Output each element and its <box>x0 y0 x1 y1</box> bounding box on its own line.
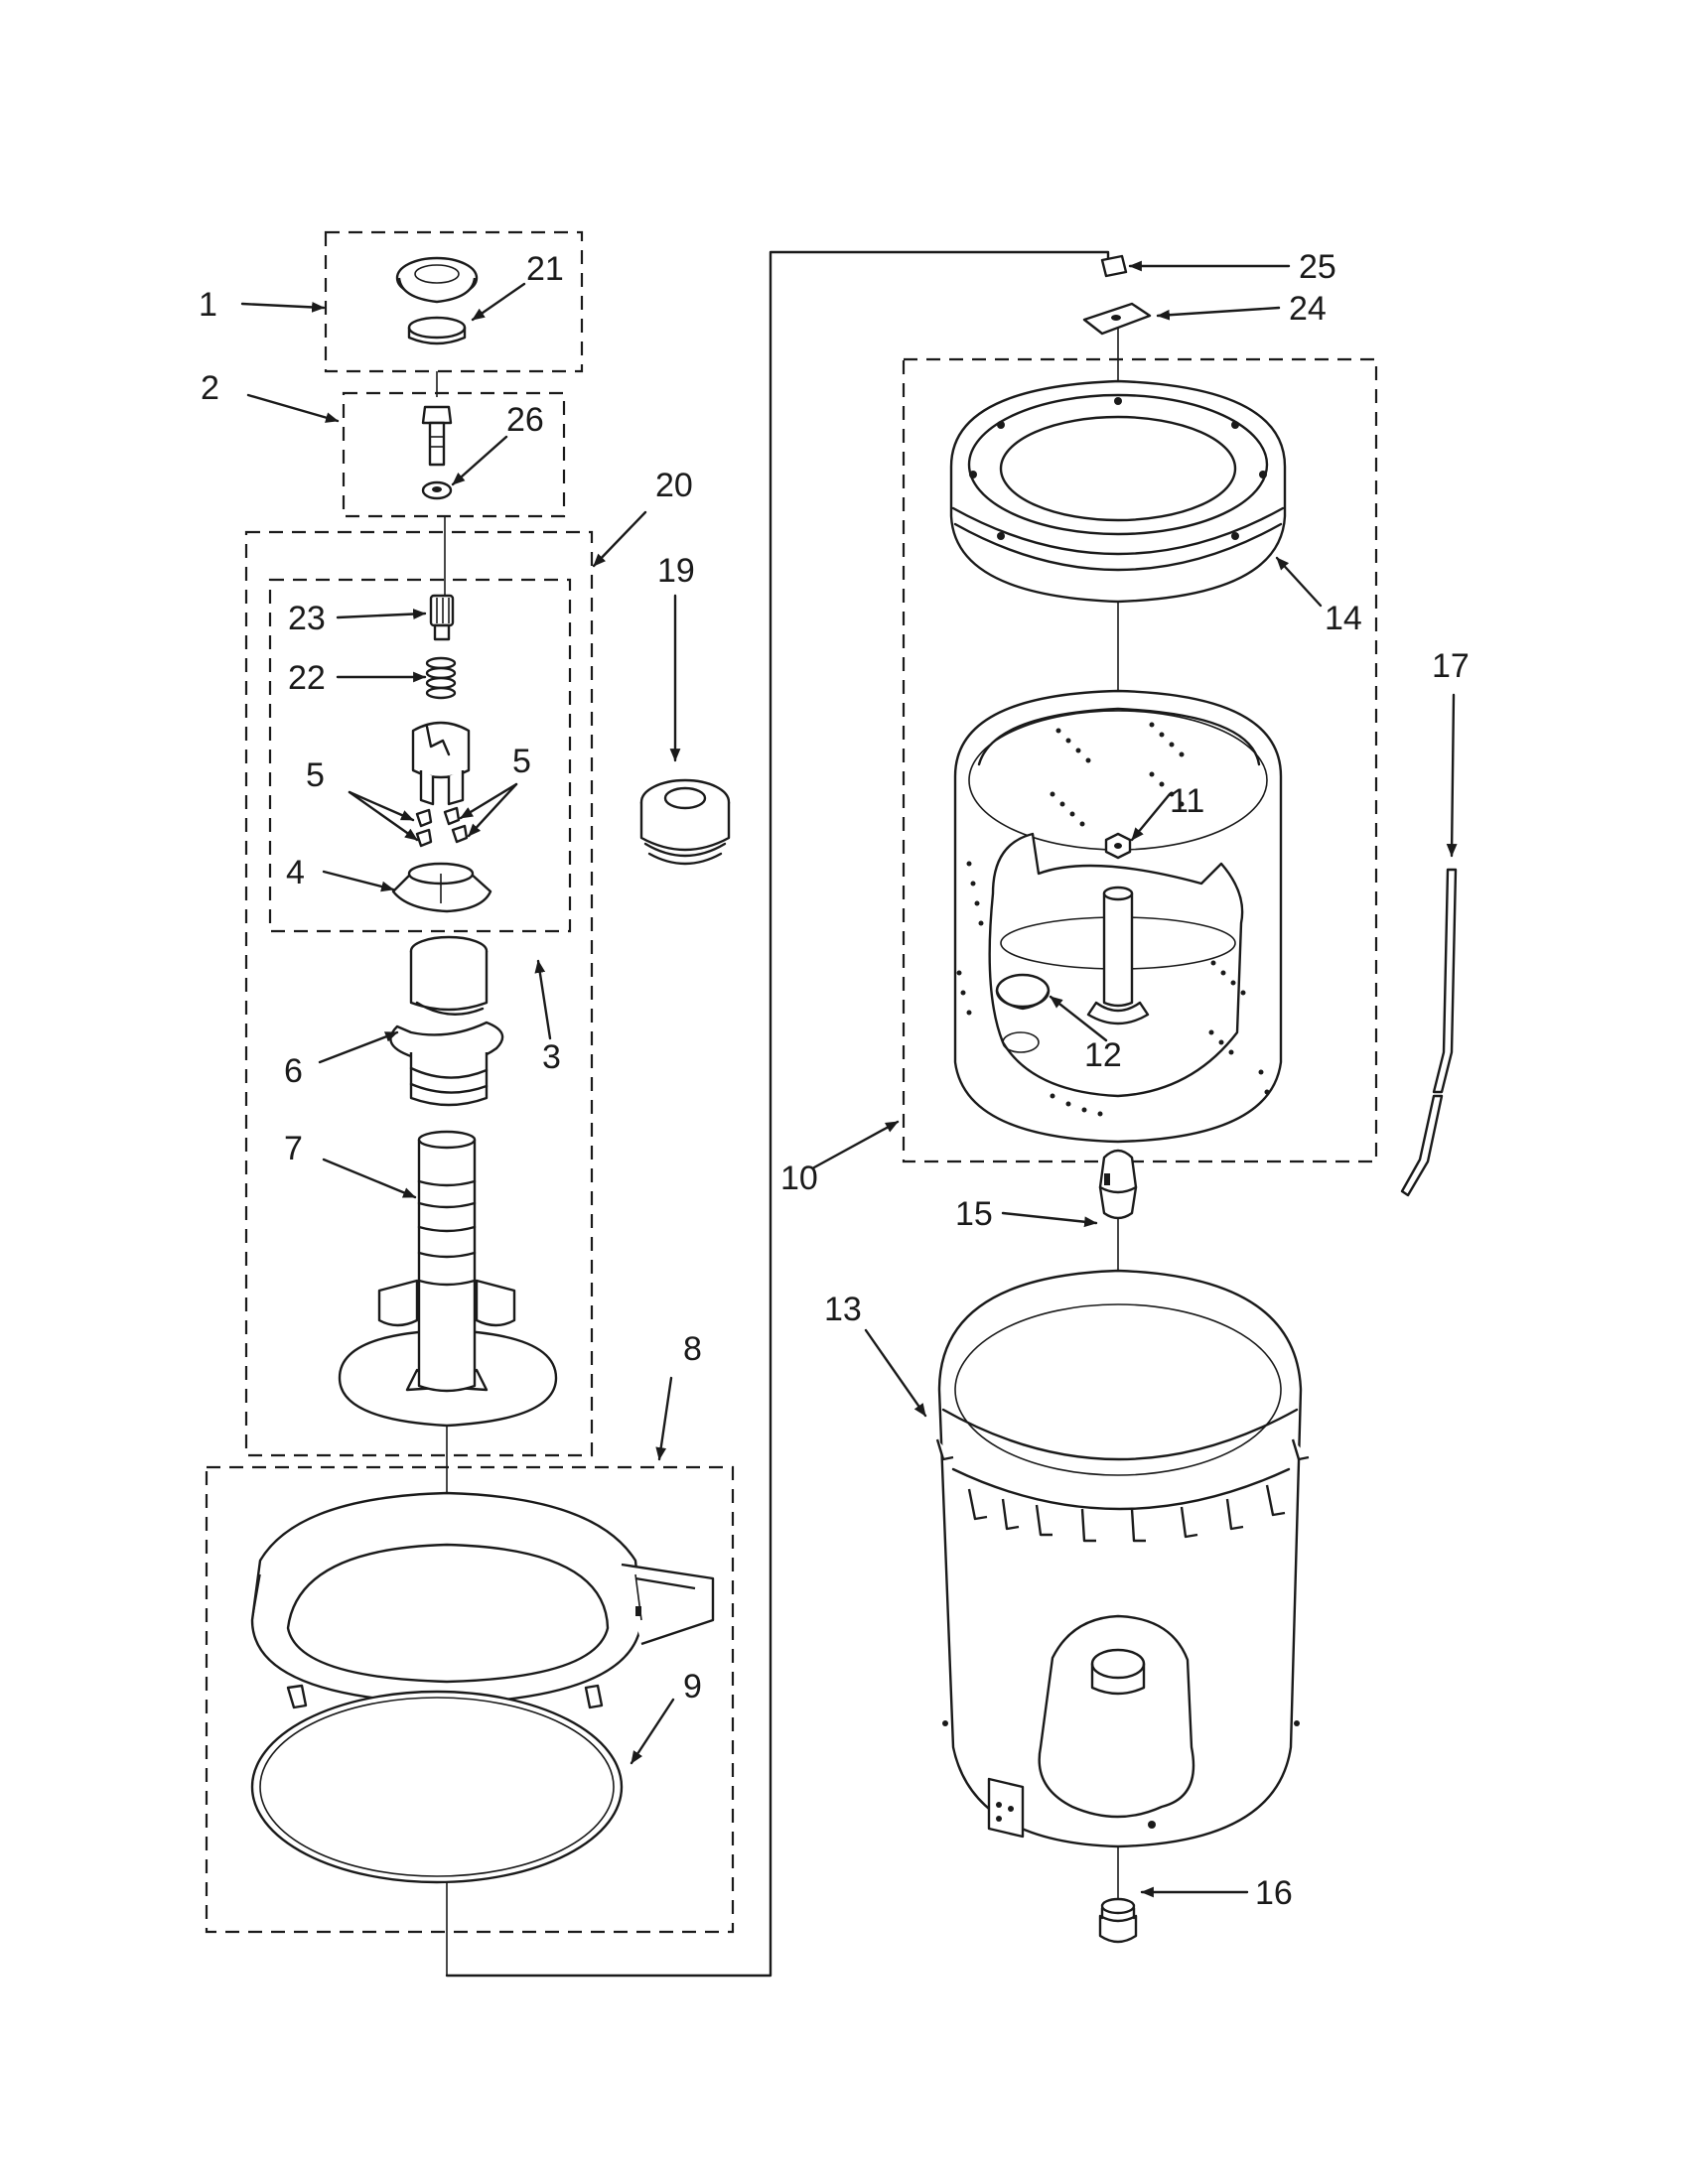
label-5-left: 5 <box>306 756 325 794</box>
part-13-outer-tub <box>935 1269 1310 1848</box>
group-box-2 <box>342 391 566 518</box>
label-10: 10 <box>780 1160 818 1197</box>
part-7-agitator-base <box>338 1130 558 1428</box>
label-11: 11 <box>1170 782 1204 820</box>
part-16-grommet <box>1098 1897 1138 1944</box>
label-19: 19 <box>657 552 695 590</box>
part-25-clip <box>1100 254 1128 278</box>
label-16: 16 <box>1255 1874 1293 1912</box>
label-2: 2 <box>201 369 219 407</box>
part-22-spring <box>425 656 457 700</box>
part-6-auger <box>389 935 504 1107</box>
label-12: 12 <box>1084 1036 1122 1074</box>
label-9: 9 <box>683 1668 702 1706</box>
group-box-3 <box>268 578 572 933</box>
part-9-ring <box>250 1690 624 1884</box>
part-21-cap-seal-ring <box>407 316 467 345</box>
part-2-bolt <box>421 405 453 467</box>
label-17: 17 <box>1432 647 1470 685</box>
label-24: 24 <box>1289 290 1327 328</box>
callout-labels: 1 21 2 26 20 19 23 22 5 5 4 3 6 7 8 9 25… <box>199 248 1470 1912</box>
label-15: 15 <box>955 1195 993 1233</box>
part-4-dog-retainer <box>391 862 492 913</box>
label-23: 23 <box>288 600 326 637</box>
part-8-tub-ring <box>250 1491 715 1725</box>
part-12-plug <box>995 973 1051 1053</box>
leader-arrows <box>240 260 1458 1898</box>
label-5-right: 5 <box>512 743 531 780</box>
label-1: 1 <box>199 286 217 324</box>
label-14: 14 <box>1325 600 1362 637</box>
label-8: 8 <box>683 1330 702 1368</box>
label-4: 4 <box>286 854 305 891</box>
part-19-seal <box>639 778 731 866</box>
group-box-20 <box>244 530 594 1457</box>
label-6: 6 <box>284 1052 303 1090</box>
label-21: 21 <box>526 250 564 288</box>
part-10-basket <box>953 689 1283 1144</box>
label-22: 22 <box>288 659 326 697</box>
part-23-pin <box>429 594 455 641</box>
group-box-8 <box>205 1465 735 1934</box>
basket-perforations <box>956 722 1270 1117</box>
part-24-plate <box>1082 302 1152 336</box>
part-17-hose <box>1400 868 1458 1197</box>
group-box-10 <box>902 357 1378 1163</box>
part-14-balance-ring <box>949 379 1287 604</box>
group-box-1 <box>324 230 584 373</box>
label-25: 25 <box>1299 248 1336 286</box>
label-3: 3 <box>542 1038 561 1076</box>
label-26: 26 <box>506 401 544 439</box>
part-15-coupling <box>1098 1149 1138 1220</box>
part-11-nut <box>1104 832 1132 860</box>
part-5-dogs <box>415 806 469 848</box>
label-13: 13 <box>824 1291 862 1328</box>
part-1-agitator-cap <box>395 256 479 304</box>
label-20: 20 <box>655 467 693 504</box>
label-7: 7 <box>284 1130 303 1167</box>
part-26-washer <box>421 480 453 500</box>
agitator-cam <box>411 721 471 806</box>
